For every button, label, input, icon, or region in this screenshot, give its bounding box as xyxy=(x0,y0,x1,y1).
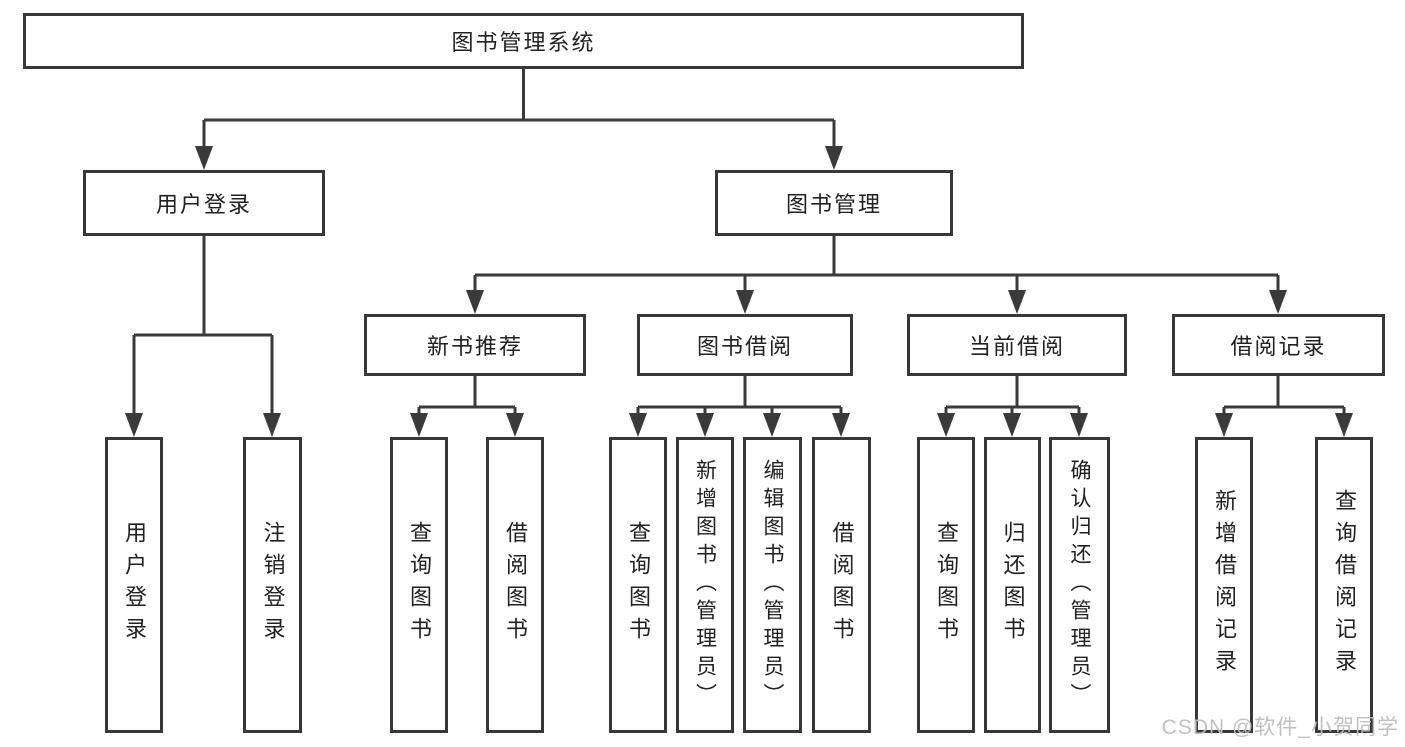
leaf-query-books-2: 查询图书 xyxy=(609,437,667,733)
leaf-borrow-books-2: 借阅图书 xyxy=(812,437,871,733)
leaf-label: 用户登录 xyxy=(122,521,147,649)
leaf-query-books-1: 查询图书 xyxy=(390,437,448,733)
leaf-label: 新增借阅记录 xyxy=(1212,489,1237,681)
leaf-label: 确认归还（管理员） xyxy=(1068,459,1091,711)
connector-new-book-recommendation-to-leaves xyxy=(410,376,524,437)
leaf-query-borrow-record: 查询借阅记录 xyxy=(1315,437,1373,733)
node-label: 用户登录 xyxy=(155,192,252,217)
leaf-label: 归还图书 xyxy=(1000,521,1026,649)
node-label: 新书推荐 xyxy=(426,334,523,359)
leaf-logout: 注销登录 xyxy=(243,437,302,733)
leaf-label: 新增图书（管理员） xyxy=(693,459,717,711)
leaf-return-books: 归还图书 xyxy=(984,437,1041,733)
leaf-borrow-books-1: 借阅图书 xyxy=(486,437,544,733)
connector-root-to-level2 xyxy=(195,67,843,170)
node-book-borrowing: 图书借阅 xyxy=(637,314,853,376)
node-label: 图书管理系统 xyxy=(451,30,596,55)
leaf-user-login: 用户登录 xyxy=(105,437,163,733)
node-current-borrowing: 当前借阅 xyxy=(907,314,1127,376)
leaf-label: 查询图书 xyxy=(934,521,959,649)
connector-current-borrowing-to-leaves xyxy=(937,376,1088,437)
leaf-add-borrow-record: 新增借阅记录 xyxy=(1195,437,1253,733)
node-label: 图书借阅 xyxy=(696,334,793,359)
leaf-label: 编辑图书（管理员） xyxy=(761,459,784,711)
leaf-label: 查询图书 xyxy=(626,521,651,649)
node-library-management-system: 图书管理系统 xyxy=(23,13,1024,69)
node-label: 当前借阅 xyxy=(968,334,1065,359)
node-borrowing-records: 借阅记录 xyxy=(1172,314,1385,376)
connector-borrowing-records-to-leaves xyxy=(1215,376,1353,437)
leaf-label: 查询借阅记录 xyxy=(1332,489,1357,681)
node-user-login: 用户登录 xyxy=(83,170,325,236)
leaf-label: 注销登录 xyxy=(260,521,286,649)
node-label: 图书管理 xyxy=(785,192,882,217)
leaf-query-books-3: 查询图书 xyxy=(917,437,975,733)
connector-user-login-to-leaves xyxy=(125,234,281,437)
leaf-label: 借阅图书 xyxy=(503,521,528,649)
node-new-book-recommendation: 新书推荐 xyxy=(364,314,586,376)
leaf-add-books-admin: 新增图书（管理员） xyxy=(676,437,734,733)
leaf-label: 借阅图书 xyxy=(829,521,855,649)
connector-book-borrowing-to-leaves xyxy=(629,376,850,437)
leaf-edit-books-admin: 编辑图书（管理员） xyxy=(743,437,802,733)
node-label: 借阅记录 xyxy=(1230,334,1327,359)
leaf-confirm-return-admin: 确认归还（管理员） xyxy=(1049,437,1110,733)
watermark: CSDN @软件_小贺同学 xyxy=(1161,716,1399,739)
connector-book-management-to-sections xyxy=(466,234,1287,314)
node-book-management: 图书管理 xyxy=(715,170,953,236)
leaf-label: 查询图书 xyxy=(407,521,432,649)
